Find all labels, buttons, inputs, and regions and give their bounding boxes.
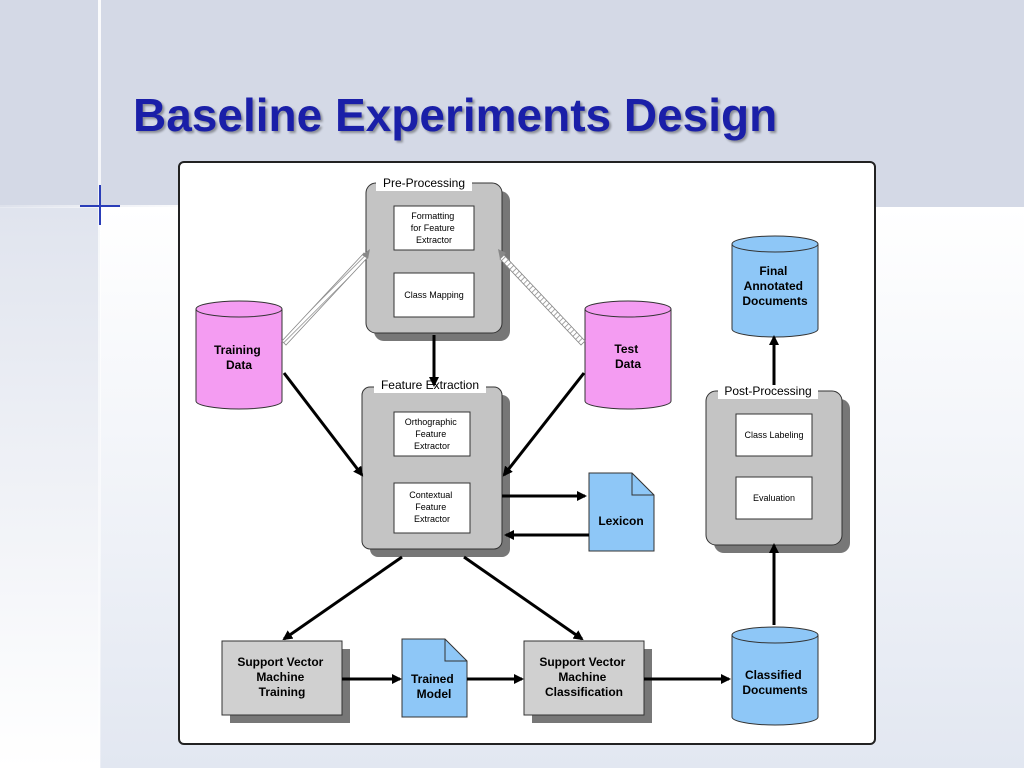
diagram-svg: Pre-Processing Formatting for Feature Ex… (195, 175, 850, 726)
post-processing-label: Post-Processing (724, 384, 811, 398)
svm-classification-line-1: Support Vector (539, 655, 625, 669)
svg-text:Formatting for Feature: Formatting for Feature Extractor (411, 211, 458, 245)
evaluation-label: Evaluation (753, 493, 795, 503)
decorative-vertical-line (98, 0, 101, 768)
arrow-icon (282, 372, 364, 477)
svm-training-line-3: Training (259, 685, 306, 699)
arrow-icon (463, 555, 584, 641)
svm-classification-line-2: Machine (558, 670, 606, 684)
svm-training-line-1: Support Vector (237, 655, 323, 669)
lexicon-document-icon: Lexicon (588, 472, 655, 552)
svm-classification-line-3: Classification (545, 685, 623, 699)
pre-processing-label: Pre-Processing (383, 176, 465, 190)
contextual-line-2: Feature (415, 502, 446, 512)
svg-text:Classified Documents: Classified Documents (742, 668, 808, 697)
test-data-cylinder-icon: Test Data (584, 300, 672, 410)
test-data-line-2: Data (615, 357, 641, 371)
svg-text:Orthographic Feature: Orthographic Feature Extractor (405, 417, 460, 451)
classified-docs-line-2: Documents (742, 683, 808, 697)
classified-docs-cylinder-icon: Classified Documents (731, 626, 819, 726)
arrow-icon (282, 555, 403, 641)
svg-text:Trained Model: Trained Model (411, 672, 457, 701)
slide-title: Baseline Experiments Design (133, 89, 778, 141)
formatting-line-2: for Feature (411, 223, 455, 233)
classified-docs-line-1: Classified (745, 668, 802, 682)
contextual-line-3: Extractor (414, 514, 450, 524)
training-data-line-2: Data (226, 358, 252, 372)
formatting-line-3: Extractor (416, 235, 452, 245)
flow-arrows (282, 335, 779, 684)
final-docs-line-1: Final (759, 264, 787, 278)
post-processing-group: Post-Processing (705, 383, 850, 553)
class-mapping-box: Class Mapping (393, 272, 475, 318)
svg-text:Support Vector Machine: Support Vector Machine Classification (539, 655, 628, 699)
orthographic-line-2: Feature (415, 429, 446, 439)
final-docs-line-2: Annotated (744, 279, 803, 293)
decorative-cross-horizontal (80, 205, 120, 207)
arrow-icon (502, 372, 586, 477)
class-labeling-box: Class Labeling (735, 413, 813, 457)
training-data-line-1: Training (214, 343, 261, 357)
diagram-canvas: Pre-Processing Formatting for Feature Ex… (178, 161, 876, 745)
orthographic-line-3: Extractor (414, 441, 450, 451)
trained-model-line-2: Model (417, 687, 452, 701)
svg-text:Support Vector Machine: Support Vector Machine Training (237, 655, 326, 699)
trained-model-document-icon: Trained Model (401, 638, 468, 718)
class-mapping-label: Class Mapping (404, 290, 464, 300)
orthographic-box: Orthographic Feature Extractor (393, 411, 471, 457)
slide-background-left (0, 207, 100, 768)
formatting-box: Formatting for Feature Extractor (393, 205, 475, 251)
svg-text:Training Data: Training Data (214, 343, 264, 372)
final-docs-cylinder-icon: Final Annotated Documents (731, 235, 819, 338)
lexicon-label: Lexicon (598, 514, 643, 528)
feature-extraction-label: Feature Extraction (381, 378, 479, 392)
svg-text:Test Data: Test Data (614, 342, 641, 371)
svm-training-line-2: Machine (256, 670, 304, 684)
svg-text:Contextual Feature: Contextual Feature Extractor (409, 490, 455, 524)
evaluation-box: Evaluation (735, 476, 813, 520)
trained-model-line-1: Trained (411, 672, 454, 686)
svm-training-box: Support Vector Machine Training (221, 640, 350, 723)
svm-classification-box: Support Vector Machine Classification (523, 640, 652, 723)
contextual-box: Contextual Feature Extractor (393, 482, 471, 534)
test-data-line-1: Test (614, 342, 638, 356)
class-labeling-label: Class Labeling (744, 430, 803, 440)
orthographic-line-1: Orthographic (405, 417, 458, 427)
hatched-connectors (281, 249, 586, 346)
contextual-line-1: Contextual (409, 490, 452, 500)
svg-text:Final Annotated Do: Final Annotated Documents (742, 264, 808, 308)
formatting-line-1: Formatting (411, 211, 454, 221)
training-data-cylinder-icon: Training Data (195, 300, 283, 410)
final-docs-line-3: Documents (742, 294, 808, 308)
